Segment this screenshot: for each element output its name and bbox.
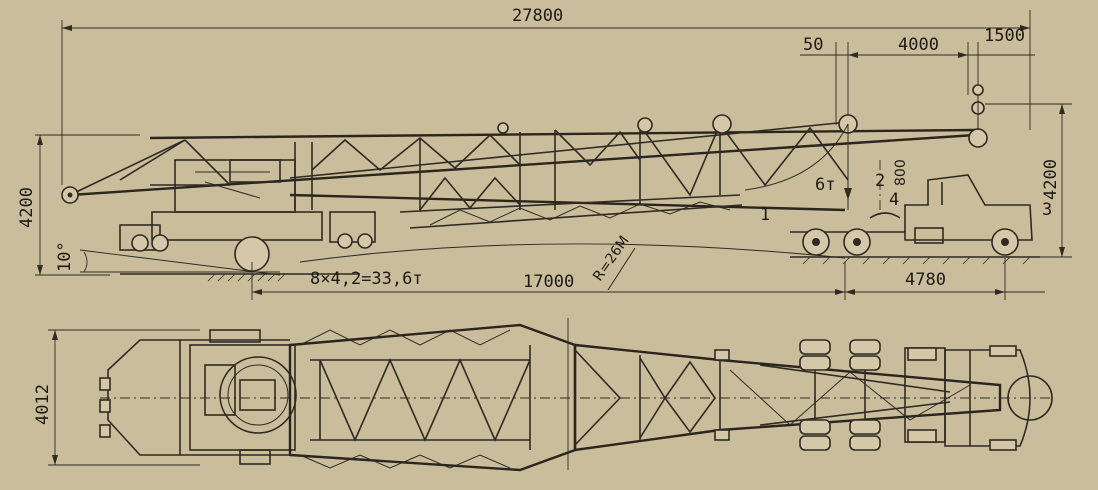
dimension-label-17000: 17000 [523, 272, 574, 292]
dimension-label-4200-left: 4200 [17, 187, 37, 228]
dimension-label-4200-right: 4200 [1041, 159, 1061, 200]
callout-4: 4 [889, 190, 899, 210]
dimension-label-4012: 4012 [33, 384, 53, 425]
dimension-label-1500: 1500 [984, 26, 1025, 46]
side-view [61, 84, 1040, 282]
turn-radius-label: R=26М [590, 233, 633, 284]
dimension-label-27800: 27800 [512, 6, 563, 26]
dimension-height-left: 4200 [17, 134, 140, 276]
dimension-label-50: 50 [803, 35, 823, 55]
callout-1: 1 [760, 205, 770, 225]
dimension-label-angle: 10° [55, 241, 75, 272]
dimension-label-4780: 4780 [905, 270, 946, 290]
dimension-27800: 27800 [61, 6, 1031, 185]
radius-arrow [607, 247, 636, 291]
dimension-17000: 17000 4780 [251, 258, 1045, 300]
dimension-top-right: 50 4000 1500 [800, 26, 1035, 210]
plan-view [48, 318, 1053, 472]
dimension-label-4000: 4000 [898, 35, 939, 55]
dimension-height-right: 4200 [985, 103, 1072, 258]
dimension-label-800: 800 [893, 159, 909, 186]
axle-load-label: 8×4,2=33,6т [310, 269, 423, 289]
callout-3: 3 [1042, 200, 1052, 220]
callout-2: 2 [875, 171, 885, 191]
load-label: 6т [815, 175, 835, 195]
